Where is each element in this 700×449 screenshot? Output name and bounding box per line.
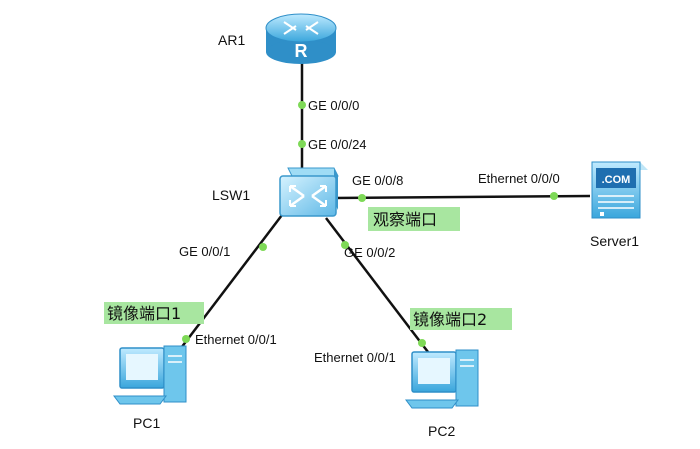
port-dot-pc2-eth001 [418, 339, 426, 347]
device-label-ar1: AR1 [218, 32, 245, 48]
port-label-ar1-ge000: GE 0/0/0 [308, 98, 359, 113]
pc2-icon[interactable] [405, 349, 479, 409]
device-label-pc2: PC2 [428, 423, 455, 439]
port-dot-pc1-eth001 [182, 335, 190, 343]
port-dot-server-eth000 [550, 192, 558, 200]
port-label-pc2-eth001: Ethernet 0/0/1 [314, 350, 396, 365]
router-icon[interactable]: R [265, 13, 337, 64]
port-label-pc1-eth001: Ethernet 0/0/1 [195, 332, 277, 347]
port-dot-lsw1-ge002 [341, 241, 349, 249]
observe-port-highlight [368, 207, 460, 231]
port-label-server-eth000: Ethernet 0/0/0 [478, 171, 560, 186]
mirror-port-1-highlight [104, 302, 204, 324]
pc1-icon[interactable] [113, 345, 187, 405]
server-icon[interactable]: .COM [591, 161, 648, 219]
port-label-lsw1-ge0024: GE 0/0/24 [308, 137, 367, 152]
link-lsw1-server1 [333, 194, 591, 200]
switch-icon[interactable] [279, 167, 339, 217]
svg-text:R: R [295, 41, 308, 61]
port-dot-lsw1-ge001 [259, 243, 267, 251]
mirror-port-2-label: 镜像端口2 [413, 310, 487, 329]
port-dot-ar1-ge000 [298, 101, 306, 109]
server-screen-label: .COM [602, 174, 631, 186]
mirror-port-1-label: 镜像端口1 [107, 304, 181, 323]
port-label-lsw1-ge001: GE 0/0/1 [179, 244, 230, 259]
link-lsw1-pc1 [177, 214, 283, 353]
port-label-lsw1-ge008: GE 0/0/8 [352, 173, 403, 188]
port-dot-lsw1-ge0024 [298, 140, 306, 148]
port-dot-lsw1-ge008 [358, 194, 366, 202]
device-label-lsw1: LSW1 [212, 187, 250, 203]
link-lsw1-pc2 [325, 217, 429, 353]
port-label-lsw1-ge002: GE 0/0/2 [344, 245, 395, 260]
mirror-port-2-highlight [410, 308, 512, 330]
observe-port-label: 观察端口 [373, 210, 437, 229]
device-label-pc1: PC1 [133, 415, 160, 431]
device-label-server1: Server1 [590, 233, 639, 249]
